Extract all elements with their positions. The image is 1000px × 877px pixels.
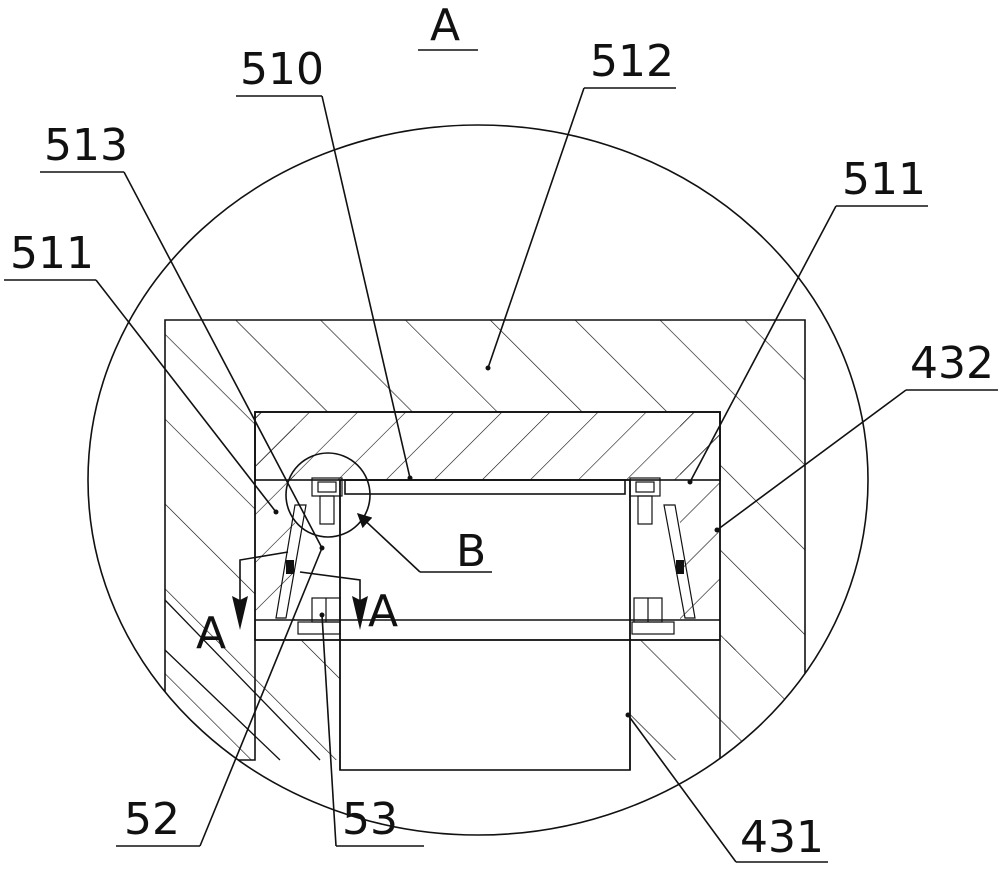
label-512: 512 [590, 36, 674, 87]
label-513: 513 [44, 120, 128, 171]
label-511-left: 511 [10, 228, 94, 279]
label-431: 431 [740, 812, 824, 863]
label-510: 510 [240, 44, 324, 95]
label-section-left: A [196, 608, 226, 659]
label-section-right: A [368, 586, 398, 637]
cover-512 [255, 412, 720, 620]
label-511-right: 511 [842, 154, 926, 205]
label-b: B [456, 526, 486, 577]
view-label: A [430, 0, 460, 51]
label-53: 53 [342, 794, 398, 845]
label-52: 52 [124, 794, 180, 845]
label-432: 432 [910, 338, 994, 389]
